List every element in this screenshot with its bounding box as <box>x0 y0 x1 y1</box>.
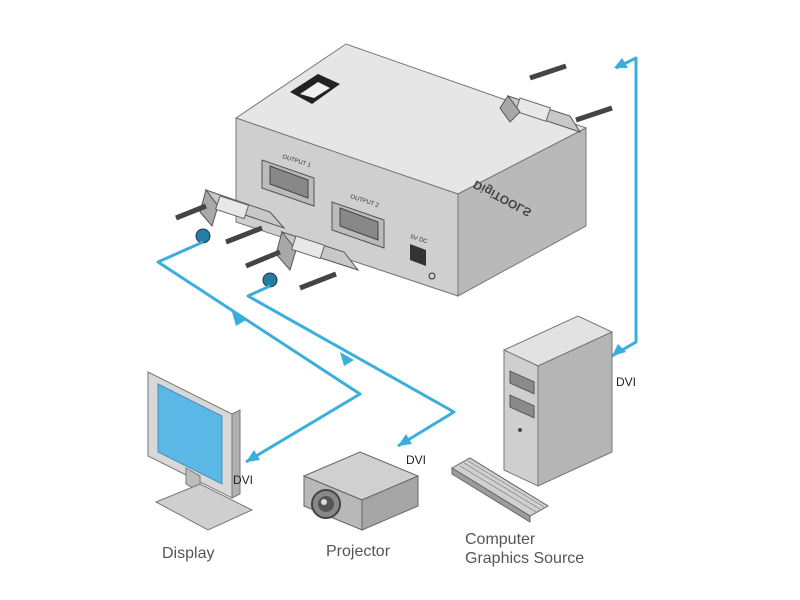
computer-tower <box>502 315 614 487</box>
arrow-icon <box>398 434 412 446</box>
power-label: 5V DC <box>409 234 428 245</box>
projector <box>302 451 420 531</box>
dvi-plug-output-1 <box>175 188 286 245</box>
source-caption-line-1: Computer <box>465 531 536 548</box>
distribution-amplifier: DigiTOOLS OUTPUT 1 OUTPUT 2 5V DC <box>234 43 588 297</box>
cable-from-source <box>611 56 638 358</box>
display-caption: Display <box>162 545 214 562</box>
keyboard <box>451 457 549 523</box>
cables <box>156 56 638 464</box>
brand-logo-icon <box>290 74 340 104</box>
projector-cable-label: DVI <box>406 453 426 467</box>
arrow-icon <box>612 344 626 356</box>
power-jack: 5V DC <box>409 234 436 280</box>
arrow-icon <box>232 312 246 326</box>
display-monitor <box>147 371 254 531</box>
projector-caption: Projector <box>326 543 391 560</box>
arrow-icon <box>340 352 354 366</box>
cable-arrows <box>232 58 628 462</box>
display-cable-label: DVI <box>233 473 253 487</box>
source-cable-label: DVI <box>616 375 636 389</box>
cable-to-display <box>156 240 362 464</box>
dvi-plug-output-2 <box>245 230 360 291</box>
output-1-port: OUTPUT 1 <box>261 154 315 207</box>
dvi-plug-input <box>499 63 613 133</box>
source-caption-line-2: Graphics Source <box>465 550 584 567</box>
power-symbol-icon <box>428 272 436 280</box>
cable-to-projector <box>246 284 456 448</box>
arrow-icon <box>246 450 260 462</box>
arrow-icon <box>614 58 628 68</box>
